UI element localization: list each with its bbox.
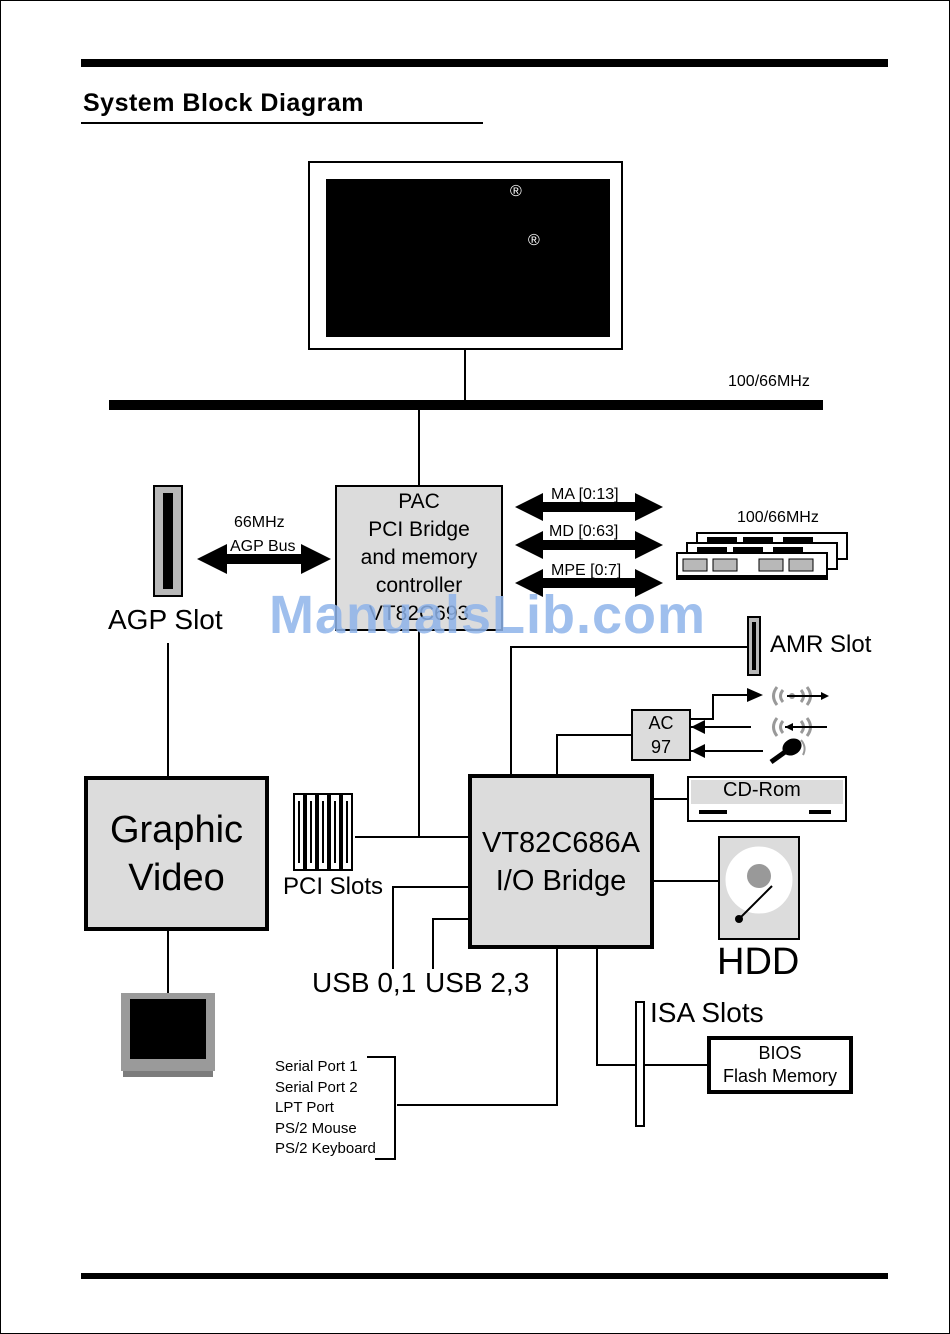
speaker-out-icon bbox=[772, 686, 829, 706]
cdrom-icon: CD-Rom bbox=[687, 776, 847, 822]
agp-bus-arrow bbox=[197, 544, 331, 574]
monitor-base bbox=[123, 1071, 213, 1077]
mpe-bus-label: MPE [0:7] bbox=[551, 562, 622, 579]
cpu-box: ® ® bbox=[308, 161, 623, 350]
amr-line bbox=[510, 646, 747, 774]
north-bridge-line2: PCI Bridge bbox=[368, 518, 470, 541]
ma-bus-arrow bbox=[515, 493, 663, 521]
bios-line1: BIOS bbox=[758, 1043, 802, 1063]
io-ports-line bbox=[397, 949, 558, 1106]
ac97-box: AC 97 bbox=[631, 709, 691, 761]
agp-bus-label: AGP Bus bbox=[230, 538, 296, 555]
amr-slot-icon bbox=[747, 616, 761, 676]
north-bridge-line1: PAC bbox=[398, 490, 440, 513]
bottom-rule bbox=[81, 1273, 888, 1279]
north-bridge-line4: controller bbox=[375, 574, 463, 597]
pci-slots-label: PCI Slots bbox=[283, 873, 384, 900]
isa-line bbox=[596, 949, 707, 1066]
double-arrows bbox=[197, 493, 663, 597]
connector-lines bbox=[167, 349, 763, 1160]
bios-line2: Flash Memory bbox=[722, 1066, 838, 1086]
graphic-video-line2: Video bbox=[128, 856, 225, 899]
ac97-line1: AC bbox=[648, 713, 674, 733]
cpu-chip: ® ® bbox=[326, 179, 610, 337]
io-port-serial-1: Serial Port 1 bbox=[275, 1058, 358, 1075]
top-rule bbox=[81, 59, 888, 67]
isa-slots-label: ISA Slots bbox=[650, 997, 764, 1028]
md-bus-label: MD [0:63] bbox=[549, 523, 619, 540]
graphic-video-box: Graphic Video bbox=[84, 776, 269, 931]
usb01-line bbox=[392, 886, 469, 969]
monitor-screen bbox=[130, 999, 206, 1059]
io-ports-list: Serial Port 1 Serial Port 2 LPT Port PS/… bbox=[275, 1057, 376, 1160]
watermark: ManualsLib.com bbox=[269, 585, 707, 645]
title-underline bbox=[81, 122, 483, 124]
audio-out-arrow-1 bbox=[747, 688, 763, 702]
south-bridge-line2: I/O Bridge bbox=[495, 864, 627, 897]
cdrom-slot bbox=[809, 810, 831, 814]
host-bus-speed: 100/66MHz bbox=[728, 373, 810, 390]
south-bridge-box: VT82C686A I/O Bridge bbox=[468, 774, 654, 949]
north-bridge-line5: VT82C693 bbox=[368, 602, 470, 625]
io-port-ps2-mouse: PS/2 Mouse bbox=[275, 1119, 357, 1137]
graphic-video-line1: Graphic bbox=[109, 808, 244, 851]
memory-modules-icon bbox=[676, 532, 848, 580]
io-port-ps2-keyboard: PS/2 Keyboard bbox=[275, 1140, 376, 1158]
arrow-heads bbox=[691, 688, 763, 758]
usb-0-1-label: USB 0,1 bbox=[312, 967, 417, 998]
registered-mark-1: ® bbox=[510, 183, 522, 200]
ac97-line2: 97 bbox=[650, 737, 672, 757]
memory-speed-label: 100/66MHz bbox=[737, 509, 819, 526]
usb23-line bbox=[432, 918, 469, 969]
bios-box: BIOS Flash Memory bbox=[707, 1036, 853, 1094]
ac97-line bbox=[556, 734, 631, 774]
cdrom-tray bbox=[699, 810, 727, 814]
cdrom-face bbox=[691, 780, 843, 804]
isa-slot-icon bbox=[635, 1001, 645, 1127]
ma-bus-label: MA [0:13] bbox=[551, 486, 619, 503]
south-bridge-line1: VT82C686A bbox=[482, 826, 640, 859]
pci-slots-icon bbox=[293, 793, 353, 871]
io-port-serial-2: Serial Port 2 bbox=[275, 1078, 358, 1096]
io-port-lpt: LPT Port bbox=[275, 1099, 334, 1117]
io-ports-bracket bbox=[367, 1056, 396, 1160]
hdd-icon bbox=[718, 836, 800, 940]
north-bridge-box: PAC PCI Bridge and memory controller VT8… bbox=[335, 485, 503, 631]
agp-freq-label: 66MHz bbox=[234, 514, 285, 531]
md-bus-arrow bbox=[515, 531, 663, 559]
hdd-label: HDD bbox=[717, 941, 800, 983]
monitor-icon bbox=[121, 993, 215, 1077]
agp-slot-label: AGP Slot bbox=[108, 604, 223, 635]
audio-out-arrow-2 bbox=[691, 720, 705, 734]
line-in-icon bbox=[772, 717, 827, 737]
cdrom-label: CD-Rom bbox=[723, 779, 801, 801]
amr-slot-label: AMR Slot bbox=[770, 631, 872, 658]
mic-arrow bbox=[691, 744, 705, 758]
page-title: System Block Diagram bbox=[83, 89, 364, 117]
host-bus bbox=[109, 400, 823, 410]
usb-2-3-label: USB 2,3 bbox=[425, 967, 530, 998]
registered-mark-2: ® bbox=[528, 232, 540, 249]
microphone-icon bbox=[769, 738, 806, 765]
agp-slot-channel bbox=[163, 493, 173, 589]
amr-slot-channel bbox=[752, 622, 756, 670]
north-bridge-line3: and memory bbox=[360, 546, 478, 569]
audio-out-line-1 bbox=[691, 694, 749, 720]
agp-slot-icon bbox=[153, 485, 183, 597]
mpe-bus-arrow bbox=[515, 569, 663, 597]
